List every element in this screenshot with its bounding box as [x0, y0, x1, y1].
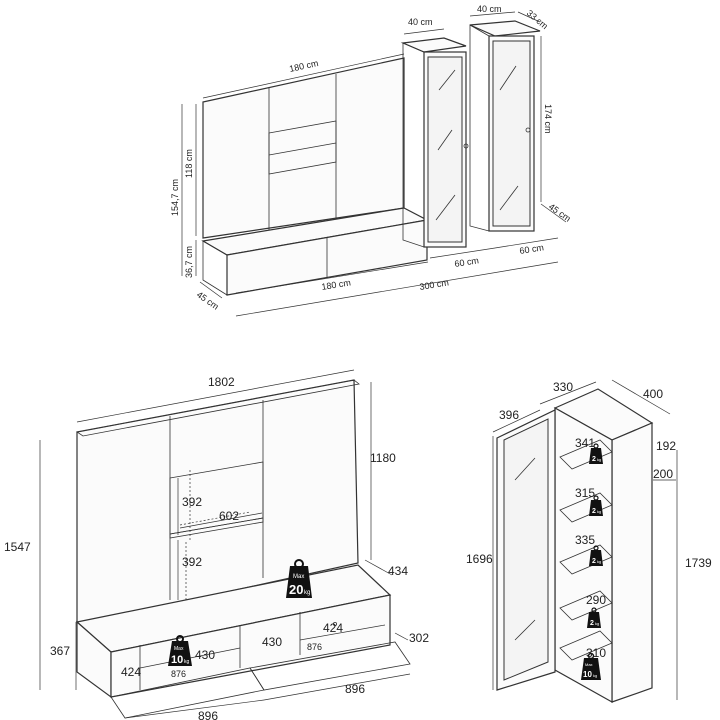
- svg-text:2: 2: [592, 558, 596, 565]
- tv-unit-drawing: [39, 369, 411, 719]
- svg-text:kg: kg: [597, 457, 601, 462]
- overview-cabinet-1-glass: [427, 56, 463, 243]
- overview-width-overall: 300 cm: [419, 277, 450, 291]
- tv-load-icon-inner: Max 10 kg: [168, 635, 192, 666]
- overview-height-total: 154,7 cm: [170, 179, 180, 216]
- tv-shelf-h-1: 392: [182, 495, 202, 509]
- overview-cabinet-depth-bottom: 45 cm: [547, 201, 573, 223]
- cabinet-top-depth: 400: [643, 387, 663, 401]
- tv-load-inner-value: 10: [171, 654, 183, 666]
- overview-spacing-2: 60 cm: [519, 242, 545, 256]
- tv-inner-right-w: 424: [323, 621, 343, 635]
- tv-load-top-value: 20: [289, 582, 303, 597]
- cabinet-side: [611, 422, 653, 703]
- overview-height-panel: 118 cm: [184, 149, 194, 178]
- overview-cabinet-width-1: 40 cm: [408, 17, 433, 27]
- overview-cabinet-1-top: [400, 37, 467, 53]
- overview-height-base: 36,7 cm: [184, 246, 194, 278]
- tv-inner-left-h: 430: [195, 648, 215, 662]
- tv-base-inner: [110, 594, 391, 698]
- overview-cabinet-2-glass: [492, 40, 531, 227]
- overview-cabinet-width-2: 40 cm: [477, 4, 502, 14]
- tv-load-inner-label: Max: [174, 646, 184, 652]
- tv-shelf-h-2: 392: [182, 555, 202, 569]
- overview-width-base: 180 cm: [321, 277, 352, 291]
- cabinet-shelf-spacing-4: 290: [586, 593, 606, 607]
- cabinet-shelf-4: [559, 590, 613, 621]
- svg-text:2: 2: [592, 456, 596, 463]
- tv-load-icon-top: Max 20 kg: [286, 559, 312, 598]
- cabinet-shelf-spacing-2: 315: [575, 486, 595, 500]
- cabinet-height-right: 1739: [685, 556, 712, 570]
- cabinet-load-icon-5: Max 10 kg: [581, 652, 601, 680]
- cabinet-shelf-5: [559, 630, 613, 661]
- cabinet-shelf-spacing-3: 335: [575, 533, 595, 547]
- tv-inner-right-h: 430: [262, 635, 282, 649]
- cabinet-inner-depth: 200: [653, 467, 673, 481]
- cabinet-top-width: 330: [553, 380, 573, 394]
- tv-base-height: 367: [50, 644, 70, 658]
- svg-text:kg: kg: [595, 621, 599, 626]
- svg-text:Max: Max: [585, 662, 593, 667]
- cabinet-load-icon-4: 2 kg: [587, 607, 601, 628]
- svg-text:kg: kg: [597, 509, 601, 514]
- overview-drawing: [181, 11, 567, 317]
- tv-inner-right-span: 876: [307, 642, 322, 652]
- cabinet-door-glass: [503, 418, 549, 681]
- overview-back-panel: [202, 57, 405, 239]
- tv-inner-left-span: 876: [171, 669, 186, 679]
- overview-cabinet-height: 174 cm: [543, 104, 553, 134]
- svg-text:kg: kg: [593, 673, 597, 678]
- cabinet-labels: 330 400 396 192 200 1696 1739 341 315 33…: [466, 380, 712, 660]
- tv-width: 1802: [208, 375, 235, 389]
- cabinet-load-icon-3: 2 kg: [589, 545, 603, 566]
- svg-text:10: 10: [583, 670, 592, 679]
- svg-text:2: 2: [590, 620, 594, 627]
- tv-load-top-label: Max: [293, 574, 304, 580]
- tv-shelf-w: 602: [219, 509, 239, 523]
- cabinet-height-left: 1696: [466, 552, 493, 566]
- overview-depth-base: 45 cm: [195, 289, 221, 311]
- svg-text:kg: kg: [597, 559, 601, 564]
- cabinet-shelf-spacing-1: 341: [575, 436, 595, 450]
- overview-cabinet-2-top: [469, 20, 541, 37]
- overview-spacing-1: 60 cm: [454, 255, 480, 269]
- tv-inner-left-w: 424: [121, 665, 141, 679]
- cabinet-drawing: [492, 379, 678, 704]
- cabinet-shelf-3: [559, 544, 613, 575]
- cabinet-shelf-1: [559, 439, 613, 470]
- svg-text:2: 2: [592, 508, 596, 515]
- cabinet-load-icon-2: 2 kg: [589, 495, 603, 516]
- tv-load-top-unit: kg: [304, 590, 310, 596]
- tv-drawer-left-w: 896: [198, 709, 218, 720]
- tv-height-total: 1547: [4, 540, 31, 554]
- cabinet-top-clearance: 192: [656, 439, 676, 453]
- tv-drawer-right-w: 896: [345, 682, 365, 696]
- tv-depth: 434: [388, 564, 408, 578]
- cabinet-shelf-2: [559, 492, 613, 523]
- tv-unit-labels: 1802 1180 1547 392 602 392 434 367 302 4…: [4, 375, 429, 720]
- tv-height-panel: 1180: [370, 451, 396, 465]
- tv-load-inner-unit: kg: [184, 659, 190, 665]
- overview-width-main: 180 cm: [288, 58, 319, 74]
- cabinet-load-icon-1: 2 kg: [589, 443, 603, 464]
- cabinet-door-width: 396: [499, 408, 519, 422]
- cabinet-shelf-spacing-5: 310: [586, 646, 606, 660]
- tv-base-depth: 302: [409, 631, 429, 645]
